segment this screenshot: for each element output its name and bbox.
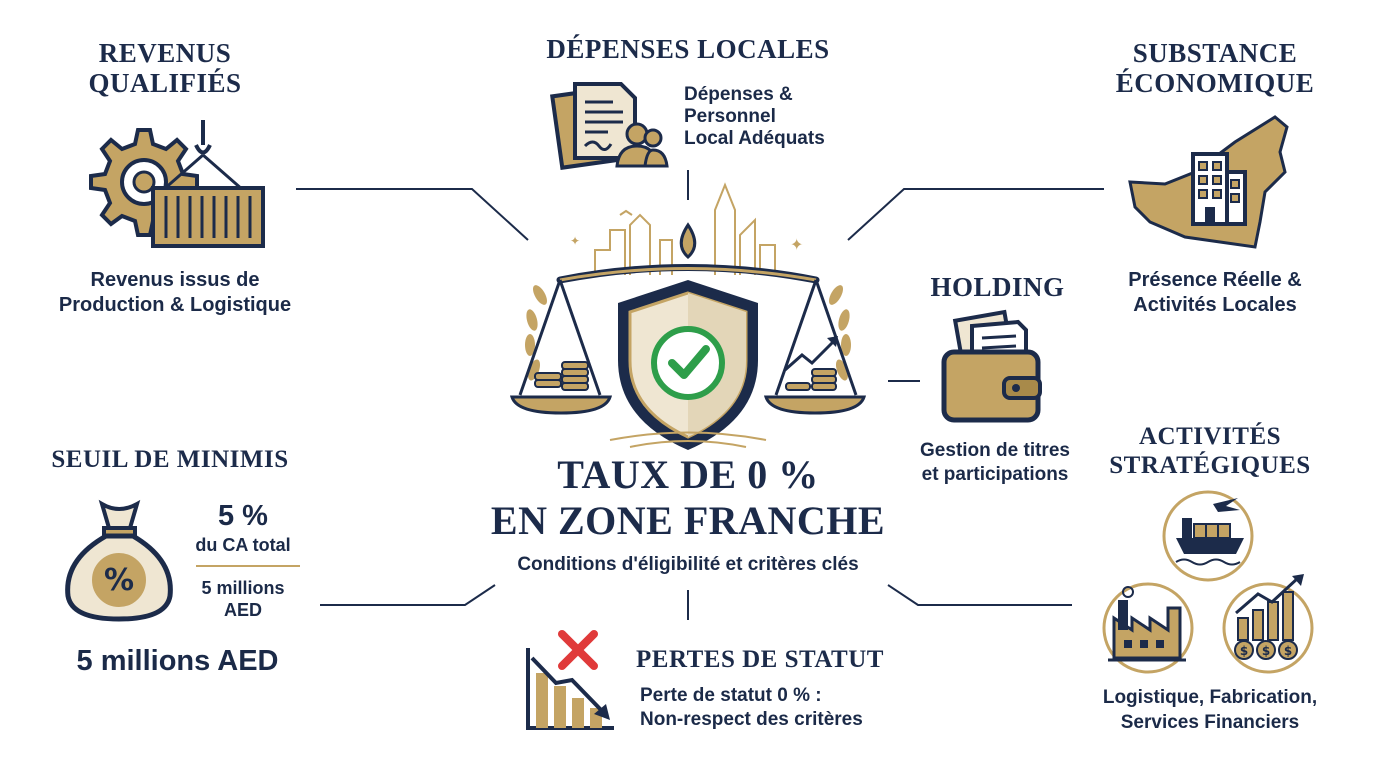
money-bag-percent-icon: % [65,499,173,622]
center-title-line2: EN ZONE FRANCHE [490,498,886,543]
substance-desc-line1: Présence Réelle & [1128,269,1302,291]
pertes-title: PERTES DE STATUT [636,646,884,673]
minimis-amount-line2: AED [223,600,262,620]
svg-text:$: $ [1240,644,1248,658]
svg-text:$: $ [1284,644,1292,658]
declining-chart-cross-icon [526,630,614,730]
activites-title-line2: STRATÉGIQUES [1109,452,1311,479]
activites-desc-line1: Logistique, Fabrication, [1102,687,1318,708]
wallet-icon [941,309,1042,423]
minimis-amount: 5 millions AED [180,577,306,621]
minimis-bottom: 5 millions AED [76,645,279,677]
revenus-title-line2: QUALIFIÉS [88,68,242,98]
revenus-title-line1: REVENUS [98,38,232,68]
minimis-amount-line1: 5 millions [201,578,285,598]
revenus-desc-line1: Revenus issus de [90,269,260,291]
minimis-divider [196,565,300,567]
scales-shield-checkmark-icon: ✦ ✦ [509,182,867,450]
holding-desc: Gestion de titres et participations [895,439,1095,487]
substance-desc: Présence Réelle & Activités Locales [1090,268,1340,318]
revenus-title: REVENUS QUALIFIÉS [40,38,290,98]
minimis-pct: 5 % [218,500,268,532]
svg-text:%: % [104,563,134,598]
gear-container-icon [89,120,265,248]
holding-title: HOLDING [930,272,1065,302]
documents-people-icon [550,82,669,170]
substance-title-line2: ÉCONOMIQUE [1115,68,1315,98]
center-title-line1: TAUX DE 0 % [557,452,819,497]
finance-growth-icon: $ $ $ [1234,574,1304,660]
activites-title: ACTIVITÉS STRATÉGIQUES [1085,422,1335,480]
factory-icon [1108,586,1186,662]
depenses-desc-line2: Personnel [684,106,776,127]
svg-text:✦: ✦ [790,235,803,254]
uae-map-building-icon [1128,115,1289,249]
minimis-title: SEUIL DE MINIMIS [51,446,289,473]
minimis-pct-label: du CA total [195,535,291,555]
activites-desc-line2: Services Financiers [1120,712,1300,733]
center-subtitle: Conditions d'éligibilité et critères clé… [517,554,859,575]
svg-text:✦: ✦ [570,234,580,248]
depenses-desc-line1: Dépenses & [684,84,793,105]
revenus-desc: Revenus issus de Production & Logistique [30,268,320,318]
depenses-desc-line3: Local Adéquats [684,128,825,149]
revenus-desc-line2: Production & Logistique [58,294,292,316]
activites-title-line1: ACTIVITÉS [1138,423,1282,450]
depenses-title: DÉPENSES LOCALES [546,34,830,64]
holding-desc-line2: et participations [921,464,1069,485]
holding-desc-line1: Gestion de titres [920,440,1070,461]
activites-desc: Logistique, Fabrication, Services Financ… [1070,685,1350,735]
substance-title: SUBSTANCE ÉCONOMIQUE [1090,38,1340,98]
pertes-desc-line2: Non-respect des critères [640,709,863,730]
substance-desc-line2: Activités Locales [1133,294,1297,316]
pertes-desc: Perte de statut 0 % : Non-respect des cr… [640,684,910,732]
depenses-desc: Dépenses & Personnel Local Adéquats [684,84,884,150]
substance-title-line1: SUBSTANCE [1132,38,1298,68]
center-title: TAUX DE 0 % EN ZONE FRANCHE [488,452,888,544]
ship-factory-finance-icon: $ $ $ [1102,490,1314,674]
pertes-desc-line1: Perte de statut 0 % : [640,685,822,706]
svg-text:$: $ [1262,644,1270,658]
ship-plane-icon [1175,498,1244,566]
